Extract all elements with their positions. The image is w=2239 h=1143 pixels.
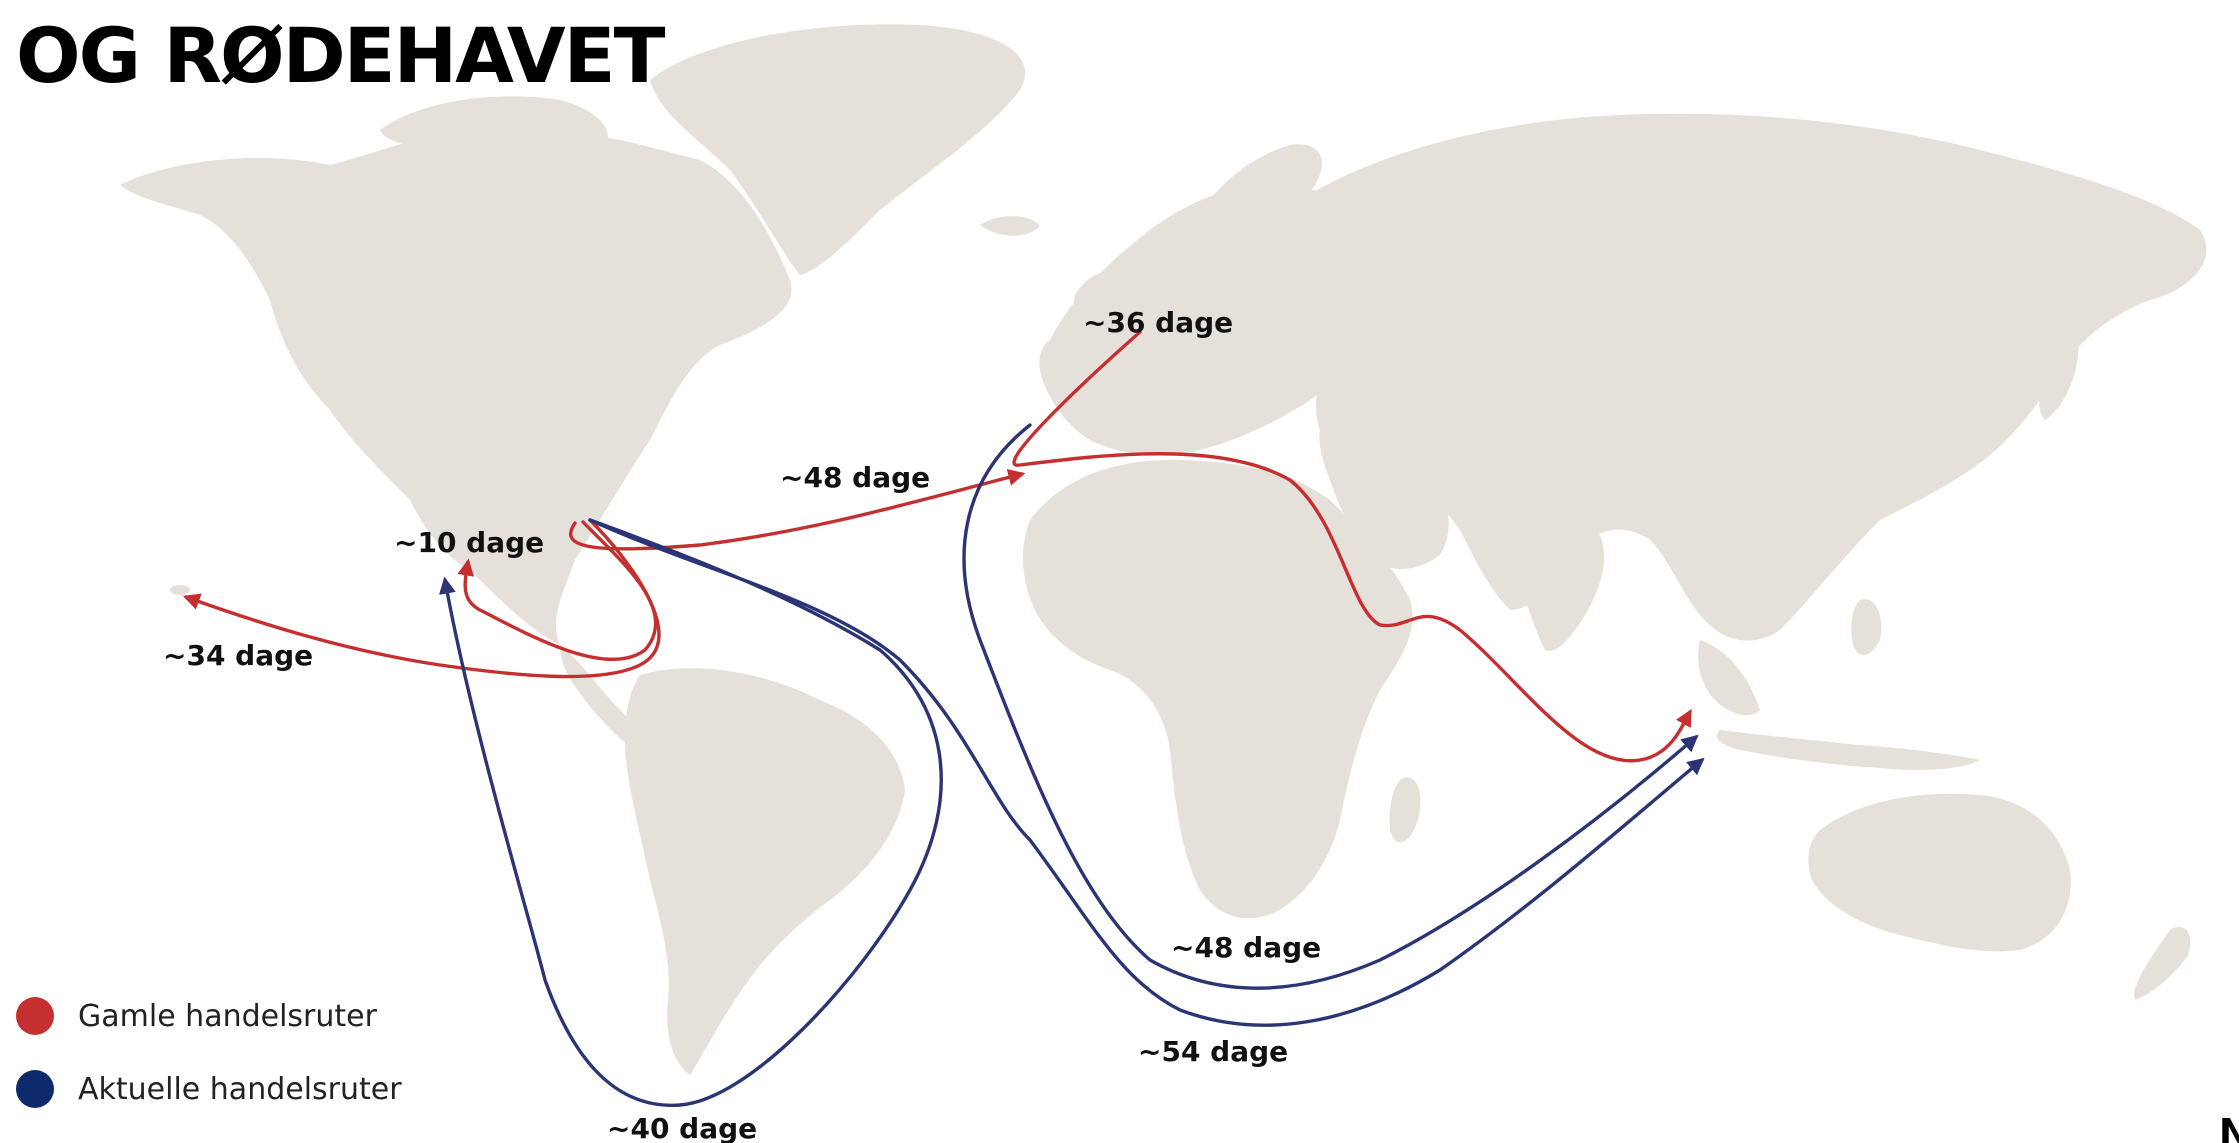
corner-cut-text: N	[2219, 1112, 2239, 1143]
legend-dot-current	[16, 1070, 54, 1108]
legend: Gamle handelsruter Aktuelle handelsruter	[16, 996, 402, 1142]
route-old-mediterranean	[569, 469, 1026, 551]
landmass-philippines	[1851, 599, 1882, 655]
landmass-south-america	[625, 668, 905, 1075]
label-cape-inner: ~48 dage	[1171, 931, 1321, 964]
landmass-europe	[1039, 184, 1397, 456]
landmass-india	[1507, 515, 1605, 651]
legend-label-old: Gamle handelsruter	[78, 998, 377, 1034]
landmass-north-america	[120, 130, 792, 645]
label-northern-europe: ~36 dage	[1083, 306, 1233, 339]
route-day-labels: ~36 dage ~48 dage ~10 dage ~34 dage ~48 …	[163, 306, 1321, 1143]
route-current-cape-horn	[439, 518, 943, 1107]
landmass-greenland	[650, 24, 1026, 276]
landmass-central-america	[560, 645, 644, 755]
landmass-japan	[2038, 329, 2079, 420]
page-title: OG RØDEHAVET	[16, 11, 665, 100]
landmass-southeast-asia	[1698, 640, 1760, 716]
landmass-australia	[1808, 793, 2071, 952]
label-mediterranean: ~48 dage	[780, 461, 930, 494]
landmass-uk	[1073, 271, 1126, 335]
old-trade-routes	[182, 330, 1692, 763]
landmass-indonesia	[1716, 730, 1980, 770]
current-trade-routes	[439, 423, 1705, 1107]
landmass-africa	[1023, 460, 1413, 919]
landmass-scandinavia	[1180, 144, 1322, 277]
route-old-suez	[1012, 330, 1692, 763]
landmass-asia	[1300, 113, 2207, 641]
label-pacific-west: ~34 dage	[163, 639, 313, 672]
legend-item-current-routes: Aktuelle handelsruter	[16, 1069, 402, 1109]
landmass-iceland	[980, 216, 1040, 236]
route-current-cape-inner	[962, 423, 1699, 990]
landmass-arabia	[1319, 430, 1449, 570]
legend-label-current: Aktuelle handelsruter	[78, 1071, 402, 1107]
landmass-new-zealand	[2134, 926, 2191, 1000]
label-cape-horn: ~40 dage	[607, 1112, 757, 1143]
landmasses	[120, 24, 2207, 1075]
landmass-hawaii	[170, 585, 190, 595]
label-mexico-pacific: ~10 dage	[394, 526, 544, 559]
route-old-pacific	[182, 518, 661, 679]
legend-item-old-routes: Gamle handelsruter	[16, 996, 402, 1036]
label-cape-outer: ~54 dage	[1138, 1035, 1288, 1068]
landmass-arctic-islands	[380, 96, 608, 156]
legend-dot-old	[16, 997, 54, 1035]
route-current-cape-outer	[588, 518, 1705, 1027]
landmass-madagascar	[1389, 777, 1421, 843]
